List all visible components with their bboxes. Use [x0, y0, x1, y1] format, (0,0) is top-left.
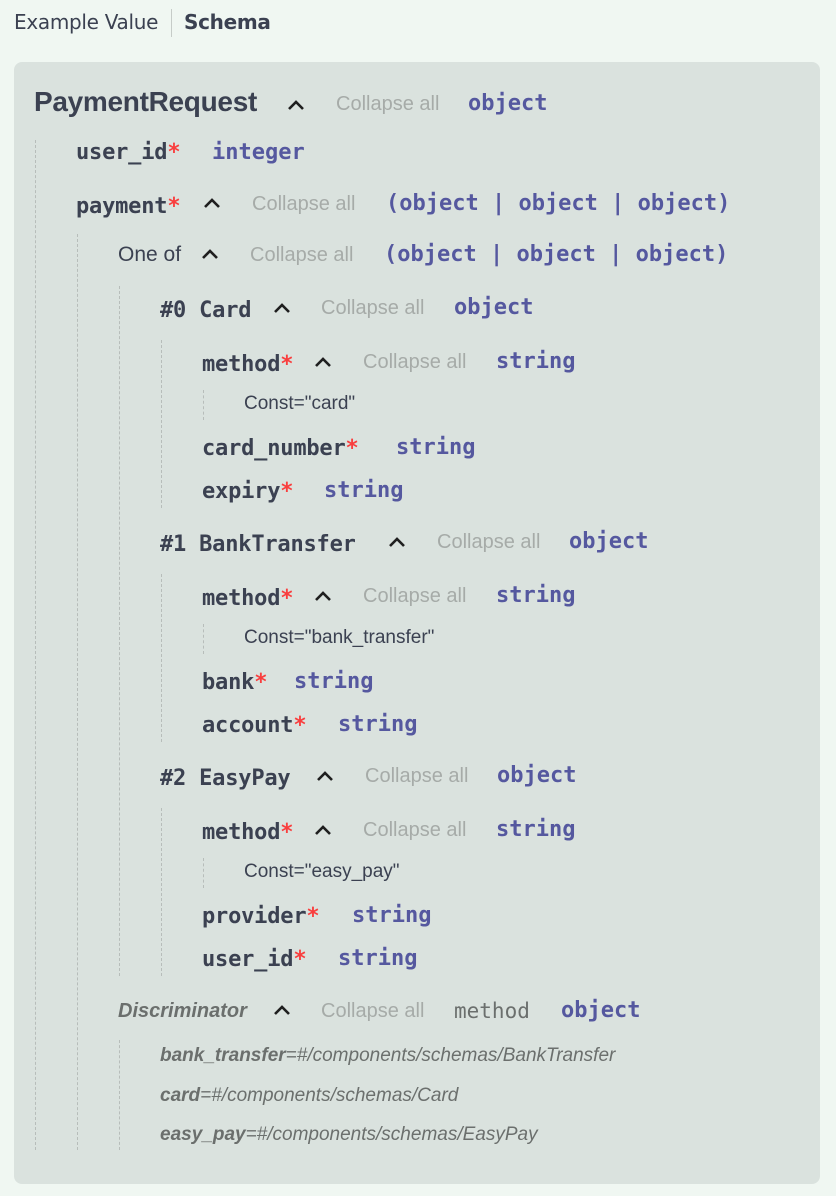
variant-title[interactable]: #2 EasyPay	[160, 766, 291, 791]
const-value: Const="card"	[244, 393, 356, 414]
required-marker: *	[293, 947, 307, 972]
discriminator-mapping: card=#/components/schemas/Card	[160, 1085, 459, 1106]
property-name-user-id: user_id*	[202, 947, 307, 972]
variant-type: object	[497, 763, 577, 788]
indent-guide-payment	[77, 234, 78, 1150]
variant-type: object	[569, 529, 649, 554]
indent-guide-root	[35, 140, 36, 1150]
indent-guide-bank-method	[203, 624, 204, 654]
caret-up-icon[interactable]	[313, 579, 333, 609]
tab-bar: Example Value Schema	[0, 0, 836, 46]
property-name-account: account*	[202, 713, 307, 738]
indent-guide-card-method	[203, 390, 204, 420]
caret-up-icon[interactable]	[387, 525, 407, 555]
collapse-all-button[interactable]: Collapse all	[250, 244, 354, 266]
caret-up-icon[interactable]	[315, 759, 335, 789]
collapse-all-button[interactable]: Collapse all	[363, 585, 467, 607]
required-marker: *	[254, 670, 268, 695]
property-type-method: string	[496, 817, 576, 842]
collapse-all-button[interactable]: Collapse all	[363, 819, 467, 841]
caret-up-icon[interactable]	[272, 291, 292, 321]
const-value: Const="easy_pay"	[244, 861, 400, 882]
discriminator-mapping: easy_pay=#/components/schemas/EasyPay	[160, 1124, 538, 1145]
collapse-all-button[interactable]: Collapse all	[363, 351, 467, 373]
property-type-card-number: string	[396, 435, 476, 460]
property-name-bank: bank*	[202, 670, 268, 695]
property-type-payment: (object | object | object)	[386, 191, 731, 216]
required-marker: *	[280, 352, 294, 377]
property-name-user-id: user_id*	[76, 140, 181, 165]
required-marker: *	[167, 194, 181, 219]
required-marker: *	[167, 140, 181, 165]
property-type-expiry: string	[324, 478, 404, 503]
required-marker: *	[306, 904, 320, 929]
tab-schema[interactable]: Schema	[184, 10, 271, 34]
caret-up-icon[interactable]	[313, 345, 333, 375]
caret-up-icon[interactable]	[313, 813, 333, 843]
caret-up-icon[interactable]	[286, 88, 306, 118]
one-of-label: One of	[118, 243, 182, 266]
property-type-method: string	[496, 583, 576, 608]
discriminator-type: object	[561, 998, 641, 1023]
const-value: Const="bank_transfer"	[244, 627, 435, 648]
required-marker: *	[280, 479, 294, 504]
collapse-all-button[interactable]: Collapse all	[321, 1000, 425, 1022]
collapse-all-button[interactable]: Collapse all	[336, 93, 440, 115]
discriminator-label[interactable]: Discriminator	[118, 1000, 247, 1022]
property-name-payment: payment*	[76, 194, 181, 219]
property-type-bank: string	[294, 669, 374, 694]
schema-panel	[14, 62, 820, 1184]
indent-guide-discriminator	[119, 1040, 120, 1150]
collapse-all-button[interactable]: Collapse all	[437, 531, 541, 553]
property-name-method: method*	[202, 820, 294, 845]
property-type-provider: string	[352, 903, 432, 928]
tab-divider	[171, 9, 172, 37]
property-type-method: string	[496, 349, 576, 374]
indent-guide-easy-method	[203, 858, 204, 888]
model-title[interactable]: PaymentRequest	[34, 86, 257, 117]
discriminator-property: method	[454, 999, 530, 1023]
collapse-all-button[interactable]: Collapse all	[365, 765, 469, 787]
discriminator-mapping: bank_transfer=#/components/schemas/BankT…	[160, 1045, 616, 1066]
property-type-user-id: string	[338, 946, 418, 971]
indent-guide-oneof	[119, 286, 120, 976]
collapse-all-button[interactable]: Collapse all	[321, 297, 425, 319]
property-name-provider: provider*	[202, 904, 320, 929]
property-name-method: method*	[202, 352, 294, 377]
variant-type: object	[454, 295, 534, 320]
caret-up-icon[interactable]	[272, 993, 292, 1023]
property-name-expiry: expiry*	[202, 479, 294, 504]
required-marker: *	[293, 713, 307, 738]
one-of-type: (object | object | object)	[384, 242, 729, 267]
property-name-card-number: card_number*	[202, 436, 359, 461]
variant-title[interactable]: #0 Card	[160, 298, 252, 323]
caret-up-icon[interactable]	[200, 237, 220, 267]
property-name-method: method*	[202, 586, 294, 611]
indent-guide-easy	[161, 808, 162, 976]
collapse-all-button[interactable]: Collapse all	[252, 193, 356, 215]
required-marker: *	[345, 436, 359, 461]
variant-title[interactable]: #1 BankTransfer	[160, 532, 356, 557]
property-type-user-id: integer	[212, 140, 305, 165]
tab-example-value[interactable]: Example Value	[14, 10, 159, 34]
caret-up-icon[interactable]	[202, 186, 222, 216]
property-type-account: string	[338, 712, 418, 737]
required-marker: *	[280, 820, 294, 845]
required-marker: *	[280, 586, 294, 611]
indent-guide-bank	[161, 574, 162, 742]
indent-guide-card	[161, 340, 162, 508]
root-type: object	[468, 91, 548, 116]
